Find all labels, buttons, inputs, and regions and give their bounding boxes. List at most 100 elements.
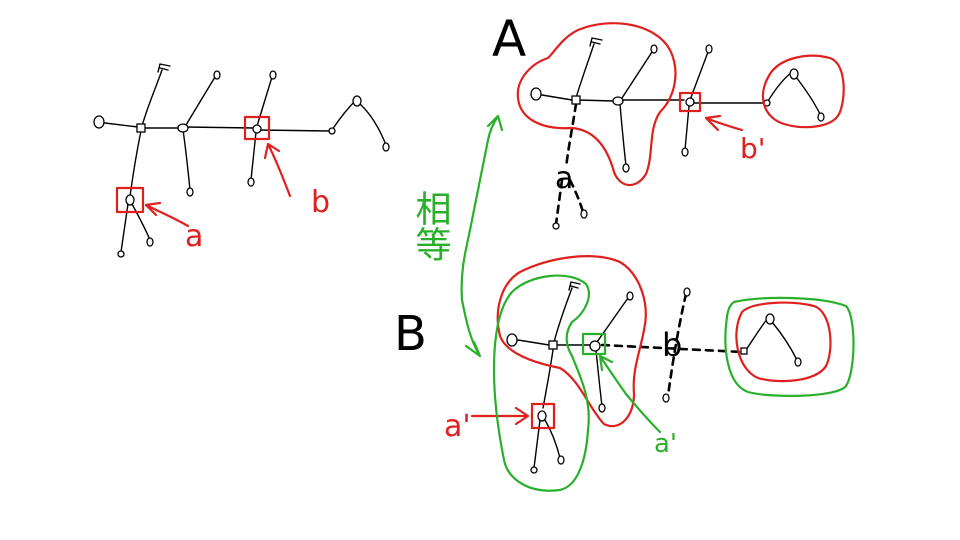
edge bbox=[544, 419, 561, 459]
label-b: b bbox=[311, 185, 330, 220]
leaf-node bbox=[157, 63, 171, 73]
edge bbox=[795, 76, 821, 115]
equality-arrow bbox=[460, 114, 504, 358]
dashed-edge bbox=[568, 178, 585, 214]
leaf-node bbox=[683, 287, 691, 297]
dashed-edge bbox=[554, 178, 564, 226]
leaf-node bbox=[247, 177, 255, 187]
label-tree-b: B bbox=[394, 306, 427, 362]
edge bbox=[771, 321, 798, 361]
leaf-node bbox=[506, 333, 518, 347]
leaf-node bbox=[117, 250, 125, 258]
subtree-right-green-outline bbox=[724, 296, 855, 397]
arrow-to-b-prime bbox=[704, 114, 744, 132]
edge bbox=[619, 103, 627, 167]
subtree-right-outline bbox=[761, 54, 845, 129]
label-dashed-b: b bbox=[662, 326, 682, 364]
node bbox=[589, 340, 601, 352]
leaf-node bbox=[352, 95, 362, 107]
leaf-node bbox=[269, 70, 277, 80]
label-a: a bbox=[185, 219, 203, 254]
node bbox=[740, 347, 748, 355]
label-dashed-a: a bbox=[555, 161, 573, 196]
subtree-red-outline bbox=[496, 255, 647, 428]
subtree-green-outline bbox=[492, 274, 590, 492]
arrow-to-b bbox=[263, 142, 292, 198]
node-b-prime-highlight bbox=[678, 91, 702, 113]
leaf-node bbox=[589, 37, 603, 47]
leaf-node bbox=[626, 291, 634, 301]
leaf-node bbox=[557, 455, 565, 465]
node bbox=[571, 95, 581, 105]
leaf-node bbox=[552, 222, 560, 230]
leaf-node bbox=[146, 237, 154, 247]
leaf-node bbox=[765, 313, 775, 325]
leaf-node bbox=[568, 281, 581, 291]
node bbox=[136, 123, 146, 133]
leaf-node bbox=[530, 466, 538, 474]
leaf-node bbox=[186, 187, 194, 197]
tree-a bbox=[516, 22, 845, 230]
edge bbox=[185, 76, 216, 126]
tree-b bbox=[460, 114, 855, 492]
leaf-node bbox=[662, 393, 670, 403]
node bbox=[537, 410, 547, 422]
edge bbox=[129, 130, 142, 197]
node-a-highlight bbox=[115, 186, 145, 214]
leaf-node bbox=[622, 163, 630, 173]
edge bbox=[542, 349, 554, 409]
leaf-node bbox=[530, 87, 542, 101]
edge bbox=[767, 71, 793, 102]
leaf-node bbox=[93, 115, 105, 129]
arrow-to-a bbox=[144, 201, 190, 228]
label-equal: 相等 bbox=[410, 190, 451, 262]
node bbox=[328, 127, 336, 135]
edge bbox=[331, 99, 357, 131]
node bbox=[177, 123, 189, 133]
original-tree bbox=[93, 63, 390, 258]
arrow-to-a-prime bbox=[470, 406, 530, 426]
edge bbox=[541, 94, 573, 101]
edge bbox=[684, 105, 690, 151]
label-b-prime: b' bbox=[740, 132, 765, 165]
edge bbox=[596, 297, 629, 343]
node-a-prime-highlight bbox=[530, 402, 556, 430]
edge bbox=[184, 126, 255, 129]
edge bbox=[141, 69, 163, 127]
edge bbox=[517, 339, 550, 346]
label-a-prime: a' bbox=[444, 409, 471, 444]
dashed-edge bbox=[564, 102, 578, 170]
leaf-node bbox=[705, 44, 713, 54]
node-a-double-prime-highlight bbox=[581, 332, 607, 356]
edge bbox=[182, 129, 191, 191]
node bbox=[685, 97, 695, 107]
dashed-edge bbox=[666, 292, 688, 398]
subtree-right-red-outline bbox=[735, 301, 832, 383]
leaf-node bbox=[681, 147, 689, 157]
edge bbox=[745, 317, 769, 351]
leaf-node bbox=[794, 357, 802, 367]
leaf-node bbox=[789, 68, 799, 80]
edge bbox=[575, 43, 595, 99]
node bbox=[548, 340, 558, 350]
leaf-node bbox=[650, 44, 658, 54]
edge bbox=[131, 203, 151, 241]
node bbox=[252, 124, 262, 134]
leaf-node bbox=[382, 142, 390, 152]
label-a-double-prime: a' bbox=[654, 429, 677, 459]
leaf-node bbox=[580, 209, 588, 219]
node-b-highlight bbox=[243, 115, 271, 141]
node bbox=[612, 96, 624, 106]
leaf-node bbox=[598, 403, 606, 413]
leaf-node bbox=[213, 70, 221, 80]
arrow-to-a-double-prime bbox=[598, 354, 662, 434]
edge bbox=[359, 103, 387, 146]
label-tree-a: A bbox=[492, 10, 526, 68]
edge bbox=[553, 287, 573, 343]
edge bbox=[104, 122, 139, 128]
edge bbox=[621, 51, 653, 99]
subtree-a-outline bbox=[516, 22, 677, 187]
node bbox=[125, 194, 135, 206]
dashed-edge bbox=[600, 343, 744, 354]
